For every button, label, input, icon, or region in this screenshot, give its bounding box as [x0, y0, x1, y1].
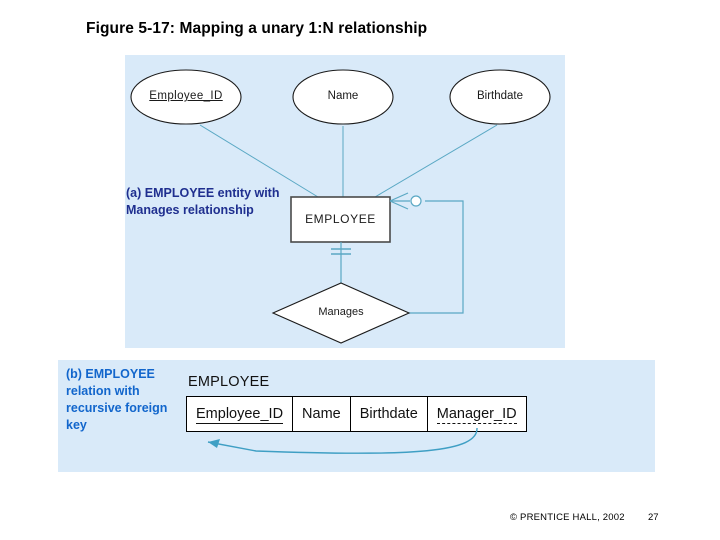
- relation-name-label: EMPLOYEE: [188, 374, 270, 390]
- relation-diagram: EMPLOYEE Employee_ID Name Birthdate Mana…: [185, 374, 546, 464]
- foreign-key-arc: [207, 427, 478, 455]
- relation-column-employee-id: Employee_ID: [185, 396, 294, 432]
- attribute-connector-lines: [199, 124, 498, 198]
- table-row: Employee_ID Name Birthdate Manager_ID: [185, 396, 527, 432]
- relation-column-name: Name: [292, 396, 351, 432]
- relation-column-label-name: Name: [302, 406, 341, 422]
- relation-column-birthdate: Birthdate: [349, 396, 428, 432]
- footer-page-number: 27: [648, 512, 659, 523]
- attribute-ellipse-name: [292, 69, 394, 125]
- crowsfoot-many-optional-symbol: [389, 192, 422, 210]
- relation-table: Employee_ID Name Birthdate Manager_ID: [185, 396, 527, 432]
- entity-box-employee: [290, 196, 391, 243]
- attribute-ellipse-birthdate: [449, 69, 551, 125]
- relation-column-label-employee-id: Employee_ID: [196, 406, 284, 424]
- page-title: Figure 5-17: Mapping a unary 1:N relatio…: [86, 20, 428, 37]
- attribute-ellipse-employee-id: [130, 69, 242, 125]
- relationship-diamond-manages: [271, 282, 411, 344]
- relation-column-manager-id: Manager_ID: [426, 396, 527, 432]
- one-mandatory-symbol: [331, 248, 351, 255]
- relation-column-label-manager-id: Manager_ID: [436, 406, 517, 424]
- part-b-caption: (b) EMPLOYEE relation with recursive for…: [66, 367, 168, 432]
- part-a-caption: (a) EMPLOYEE entity with Manages relatio…: [126, 186, 280, 217]
- relation-column-label-birthdate: Birthdate: [359, 406, 418, 422]
- footer-copyright: © PRENTICE HALL, 2002: [510, 512, 625, 523]
